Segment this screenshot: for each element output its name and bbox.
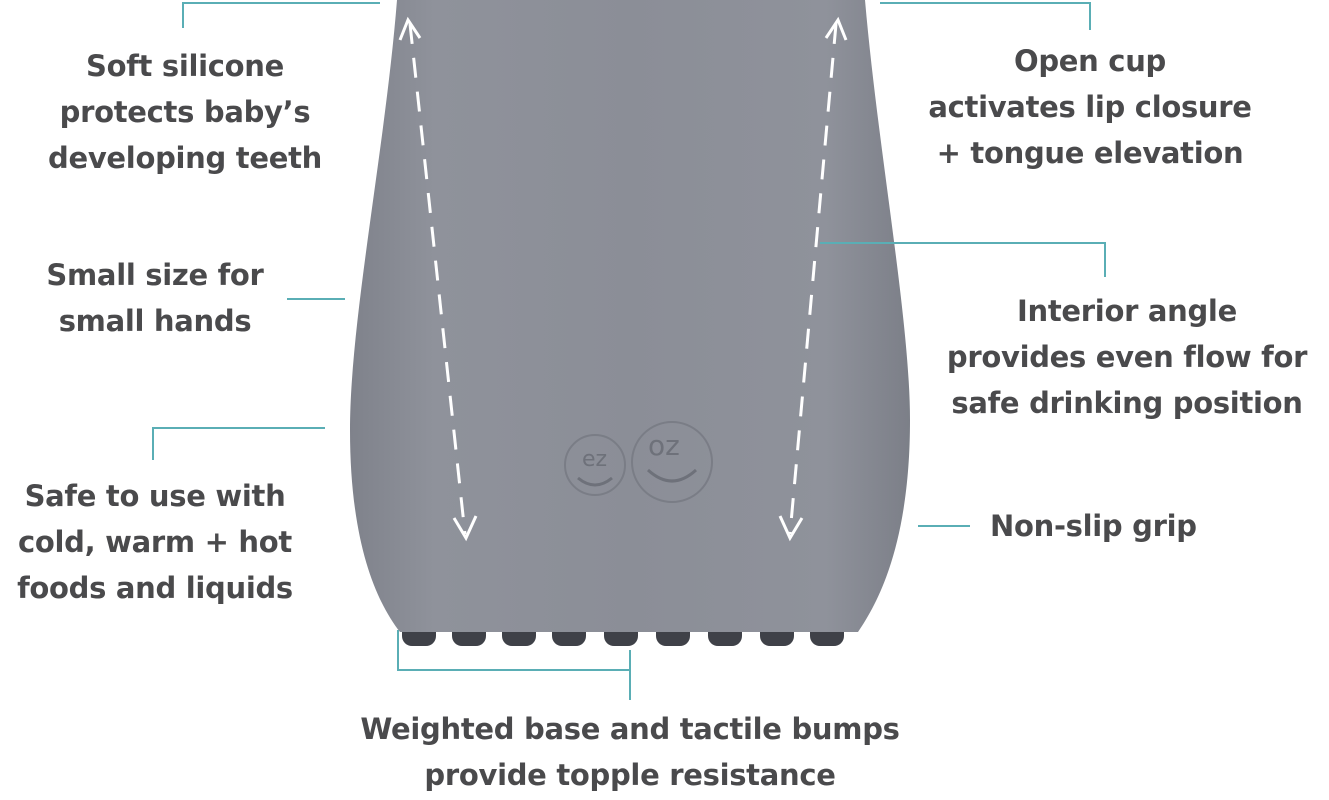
dashed-arrows bbox=[398, 16, 848, 542]
callout-line: small hands bbox=[58, 304, 252, 338]
callout-line: Soft silicone bbox=[86, 49, 284, 83]
callout-line: cold, warm + hot bbox=[18, 525, 292, 559]
leader-lines bbox=[152, 2, 1106, 700]
callout-small-size: Small size for small hands bbox=[15, 252, 295, 344]
callout-line: Safe to use with bbox=[24, 479, 286, 513]
callout-weighted-base: Weighted base and tactile bumps provide … bbox=[300, 706, 960, 798]
callout-line: + tongue elevation bbox=[936, 136, 1244, 170]
callout-line: protects baby’s bbox=[59, 95, 311, 129]
callout-soft-silicone: Soft silicone protects baby’s developing… bbox=[35, 43, 335, 181]
logo-emboss bbox=[564, 421, 713, 503]
callout-safe-temperature: Safe to use with cold, warm + hot foods … bbox=[0, 473, 310, 611]
callout-interior-angle: Interior angle provides even flow for sa… bbox=[925, 288, 1329, 426]
callout-line: safe drinking position bbox=[951, 386, 1303, 420]
logo-ez: ez bbox=[582, 447, 607, 472]
logo-oz: oz bbox=[648, 429, 680, 462]
callout-line: Open cup bbox=[1013, 44, 1167, 78]
callout-line: Non-slip grip bbox=[990, 509, 1197, 543]
callout-line: Interior angle bbox=[1017, 294, 1237, 328]
callout-line: foods and liquids bbox=[17, 571, 293, 605]
callout-line: provides even flow for bbox=[946, 340, 1308, 374]
callout-open-cup: Open cup activates lip closure + tongue … bbox=[900, 38, 1280, 176]
callout-line: activates lip closure bbox=[928, 90, 1252, 124]
callout-line: provide topple resistance bbox=[424, 758, 836, 792]
callout-line: developing teeth bbox=[48, 141, 322, 175]
cup-body bbox=[350, 0, 910, 632]
callout-line: Small size for bbox=[46, 258, 264, 292]
callout-line: Weighted base and tactile bumps bbox=[360, 712, 900, 746]
callout-non-slip: Non-slip grip bbox=[990, 503, 1197, 549]
